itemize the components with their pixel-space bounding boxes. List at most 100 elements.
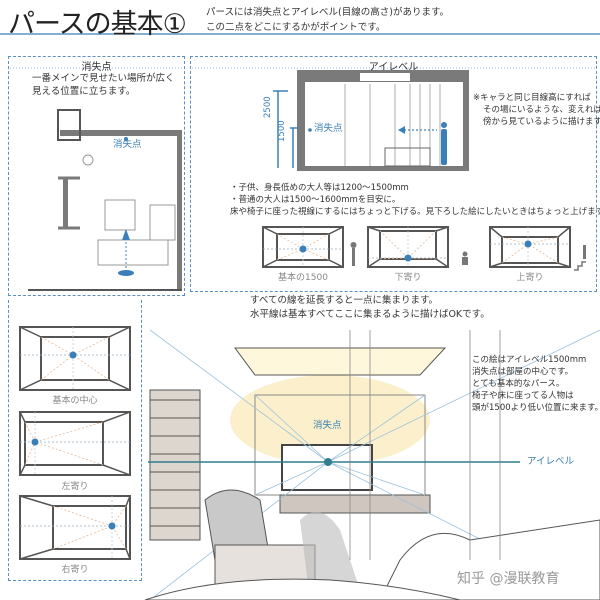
room-edge xyxy=(19,326,42,338)
plan-vanishing-point-dot xyxy=(124,137,128,141)
bullet-line: ・子供、身長低めの大人等は1200〜1500mm xyxy=(230,183,409,193)
dimension-2500: 2500 xyxy=(263,96,273,118)
bullet-line: ・普通の大人は1500〜1600mmを目安に。 xyxy=(230,195,401,205)
plan-room-box xyxy=(57,109,81,141)
illustration-note: 頭が1500より低い位置に来ます。 xyxy=(472,403,600,413)
vp-example-label: 左寄り xyxy=(61,482,89,492)
illustration-note: この絵はアイレベル1500mm xyxy=(472,355,587,365)
section-floor xyxy=(297,166,469,171)
illustration-note: 消失点は部屋の中心です。 xyxy=(472,367,574,377)
intro-line: 水平線は基本すべてここに集まるように描けばOKです。 xyxy=(250,309,490,320)
tv-cabinet xyxy=(279,494,431,514)
outer-room-rect xyxy=(19,326,131,391)
intro-line: すべての線を延長すると一点に集まります。 xyxy=(250,295,439,306)
viewer-direction-icon xyxy=(122,229,130,240)
section-wall-left xyxy=(297,70,305,170)
eye-level-label: アイレベル xyxy=(527,456,575,467)
vanishing-point-dot xyxy=(31,438,39,446)
plan-wall-top xyxy=(60,130,180,136)
character-body-icon xyxy=(441,129,447,165)
perspective-guide xyxy=(276,233,304,250)
perspective-guide xyxy=(40,354,74,381)
example-label: 上寄り xyxy=(516,273,544,283)
vanishing-point-dot xyxy=(69,351,77,359)
perspective-guide xyxy=(111,525,127,550)
subtitle-line: パースには消失点とアイレベル(目線の高さ)があります。 xyxy=(206,7,450,18)
vp-position-panel xyxy=(8,300,142,581)
section-vp-label: 消失点 xyxy=(314,123,343,134)
room-edge xyxy=(108,326,131,338)
room-edge xyxy=(367,258,381,268)
outer-room-rect xyxy=(19,411,131,476)
room-edge xyxy=(367,226,381,232)
vp-text-line: 一番メインで見せたい場所が広く xyxy=(32,73,175,84)
back-wall-rect xyxy=(40,336,110,381)
page-title: パースの基本① xyxy=(8,9,187,40)
perspective-guide xyxy=(407,257,437,260)
perspective-guide xyxy=(379,230,409,259)
plan-vp-label: 消失点 xyxy=(113,139,142,150)
perspective-ray xyxy=(254,461,329,496)
perspective-ray xyxy=(254,394,329,463)
perspective-guide xyxy=(527,236,559,245)
room-edge xyxy=(435,258,449,268)
perspective-guide xyxy=(111,505,127,527)
vanishing-point-dot xyxy=(524,240,532,248)
back-wall-rect xyxy=(52,505,127,550)
sofa xyxy=(379,519,600,600)
ceiling-recess xyxy=(234,347,447,376)
perspective-guide xyxy=(24,441,36,466)
illustration-note: 椅子や床に座ってる人物は xyxy=(472,391,574,401)
sitting-figure-head xyxy=(462,251,468,257)
panel-heading: 消失点 xyxy=(81,62,112,73)
outer-room-rect xyxy=(19,495,131,560)
perspective-guide xyxy=(379,257,409,260)
watermark: 知乎 @漫联教育 xyxy=(457,571,560,587)
figure-on-stairs-icon xyxy=(583,245,586,259)
illustration-vp-label: 消失点 xyxy=(313,420,342,431)
perspective-guide xyxy=(501,243,529,264)
perspective-guide xyxy=(407,230,437,259)
perspective-guide xyxy=(302,248,330,261)
perspective-ray xyxy=(149,329,329,463)
plan-furniture xyxy=(149,204,176,241)
section-ceiling-light xyxy=(360,73,410,81)
room-edge xyxy=(125,548,131,560)
example-label: 下寄り xyxy=(394,273,422,283)
room-edge xyxy=(19,464,26,476)
character-head-icon xyxy=(441,122,447,128)
room-edge xyxy=(557,262,571,268)
eye-level-note: その場にいるような、変えれば xyxy=(483,105,600,115)
room-edge xyxy=(19,379,42,391)
vanishing-point-dot xyxy=(404,254,412,262)
perspective-guide xyxy=(276,248,304,261)
perspective-ray xyxy=(327,461,426,496)
arrow-head-icon xyxy=(398,126,405,134)
perspective-ray xyxy=(327,329,600,463)
wall-light-glow xyxy=(230,375,430,465)
section-sofa xyxy=(384,147,431,167)
room-edge xyxy=(19,495,54,507)
outer-room-rect xyxy=(489,226,571,268)
room-edge xyxy=(435,226,449,232)
perspective-guide xyxy=(527,243,559,264)
illustration-note: とても基本的なパース。 xyxy=(472,379,565,389)
perspective-guide xyxy=(72,354,110,381)
bullet-line: 床や椅子に座った視線にするにはちょっと下げる。見下ろした絵にしたいときはちょっと… xyxy=(230,207,600,217)
plan-furniture xyxy=(104,199,136,231)
room-edge xyxy=(102,411,131,423)
eye-level-panel: アイレベル xyxy=(190,56,597,292)
room-edge xyxy=(262,259,278,268)
section-vp-dot xyxy=(308,128,312,132)
room-edge xyxy=(557,226,571,238)
plan-sofa xyxy=(97,239,169,266)
perspective-guide xyxy=(52,525,113,550)
seated-person xyxy=(300,512,360,600)
television xyxy=(281,444,373,491)
room-edge xyxy=(102,464,131,476)
perspective-guide xyxy=(501,236,529,245)
perspective-ray xyxy=(327,394,426,463)
room-edge xyxy=(489,262,503,268)
